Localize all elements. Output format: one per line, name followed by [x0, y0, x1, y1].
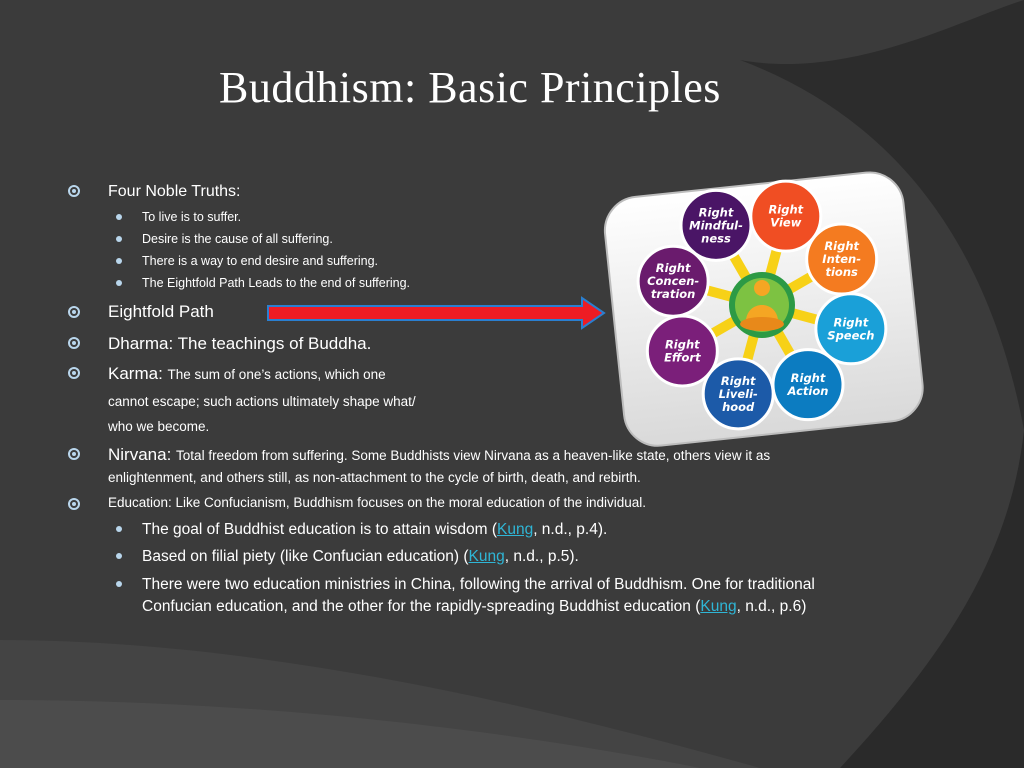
- education-sub-1-citation: , n.d., p.4).: [533, 521, 608, 538]
- path-petals: RightViewRightInten-tionsRightSpeechRigh…: [636, 179, 888, 431]
- bullet-circle-icon: [68, 367, 80, 379]
- petal-label: Right: [791, 371, 826, 385]
- nirvana-label: Nirvana:: [108, 445, 172, 464]
- petal-label: Speech: [827, 328, 874, 342]
- petal-label: Right: [699, 205, 734, 219]
- petal-label: Right: [768, 203, 803, 217]
- truth-4: The Eightfold Path Leads to the end of s…: [142, 276, 411, 290]
- karma-text-1: The sum of one’s actions, which one: [167, 367, 386, 382]
- petal-label: Liveli-: [719, 387, 758, 401]
- bullet-dot-icon: [116, 258, 122, 264]
- karma-text-3: who we become.: [108, 419, 210, 434]
- education-sub-1: The goal of Buddhist education is to att…: [142, 521, 607, 539]
- nirvana-text-2: enlightenment, and others still, as non-…: [108, 470, 641, 485]
- petal-label: Right: [721, 374, 756, 388]
- petal-label: Inten-: [822, 252, 861, 266]
- education-sub-2: Based on filial piety (like Confucian ed…: [142, 548, 579, 566]
- petal-label: Right: [665, 338, 700, 352]
- eightfold-path-diagram: RightViewRightInten-tionsRightSpeechRigh…: [603, 171, 924, 447]
- four-noble-truths-label: Four Noble Truths:: [108, 183, 241, 200]
- bullet-dot-icon: [116, 553, 122, 559]
- petal-label: Concen-: [647, 274, 699, 288]
- petal-label: hood: [722, 400, 755, 414]
- petal-circle: [814, 292, 888, 366]
- nirvana-text-1: Total freedom from suffering. Some Buddh…: [176, 448, 771, 463]
- kung-link[interactable]: Kung: [700, 598, 737, 615]
- karma-text-2: cannot escape; such actions ultimately s…: [108, 394, 416, 409]
- education-sub-3-citation: , n.d., p.6): [736, 598, 807, 615]
- kung-link[interactable]: Kung: [496, 521, 534, 538]
- education-sub-3-line-1: There were two education ministries in C…: [142, 576, 815, 593]
- petal-label: View: [770, 216, 801, 230]
- kung-link[interactable]: Kung: [468, 548, 505, 565]
- petal-label: ness: [701, 231, 731, 245]
- bullet-dot-icon: [116, 236, 122, 242]
- education-sub-3-line-2: Confucian education, and the other for t…: [142, 598, 806, 616]
- bullet-dot-icon: [116, 280, 122, 286]
- bullet-circle-icon: [68, 185, 80, 197]
- petal-label: tration: [651, 287, 695, 301]
- petal-label: Effort: [664, 351, 701, 365]
- bullet-dot-icon: [116, 581, 122, 587]
- bullet-circle-icon: [68, 448, 80, 460]
- petal-label: Right: [656, 261, 691, 275]
- petal-circle: [701, 357, 775, 431]
- bullet-dot-icon: [116, 214, 122, 220]
- education-sub-2-citation: , n.d., p.5).: [504, 548, 579, 565]
- dharma-item: Dharma: The teachings of Buddha.: [108, 334, 372, 353]
- petal-circle: [636, 244, 710, 318]
- karma-item: Karma: The sum of one’s actions, which o…: [108, 364, 386, 384]
- truth-2: Desire is the cause of all suffering.: [142, 232, 333, 246]
- petal-label: Right: [824, 239, 859, 253]
- bullet-circle-icon: [68, 498, 80, 510]
- bullet-dot-icon: [116, 526, 122, 532]
- education-sub-3-text: Confucian education, and the other for t…: [142, 598, 701, 615]
- eightfold-path-label: Eightfold Path: [108, 302, 214, 321]
- education-item: Education: Like Confucianism, Buddhism f…: [108, 495, 647, 510]
- petal-label: tions: [825, 265, 858, 279]
- bullet-circle-icon: [68, 337, 80, 349]
- truth-1: To live is to suffer.: [142, 210, 242, 224]
- slide-title: Buddhism: Basic Principles: [219, 63, 721, 112]
- arrow-right-icon: [267, 296, 606, 330]
- petal-label: Right: [834, 315, 869, 329]
- truth-3: There is a way to end desire and sufferi…: [142, 254, 379, 268]
- petal-label: Mindful-: [689, 218, 743, 232]
- karma-label: Karma:: [108, 364, 163, 383]
- education-sub-2-text: Based on filial piety (like Confucian ed…: [142, 548, 469, 565]
- petal-label: Action: [787, 384, 829, 398]
- buddha-figure-icon: [729, 272, 795, 338]
- petal-circle: [679, 188, 753, 262]
- nirvana-item: Nirvana: Total freedom from suffering. S…: [108, 445, 770, 465]
- education-sub-1-text: The goal of Buddhist education is to att…: [142, 521, 497, 538]
- bullet-circle-icon: [68, 306, 80, 318]
